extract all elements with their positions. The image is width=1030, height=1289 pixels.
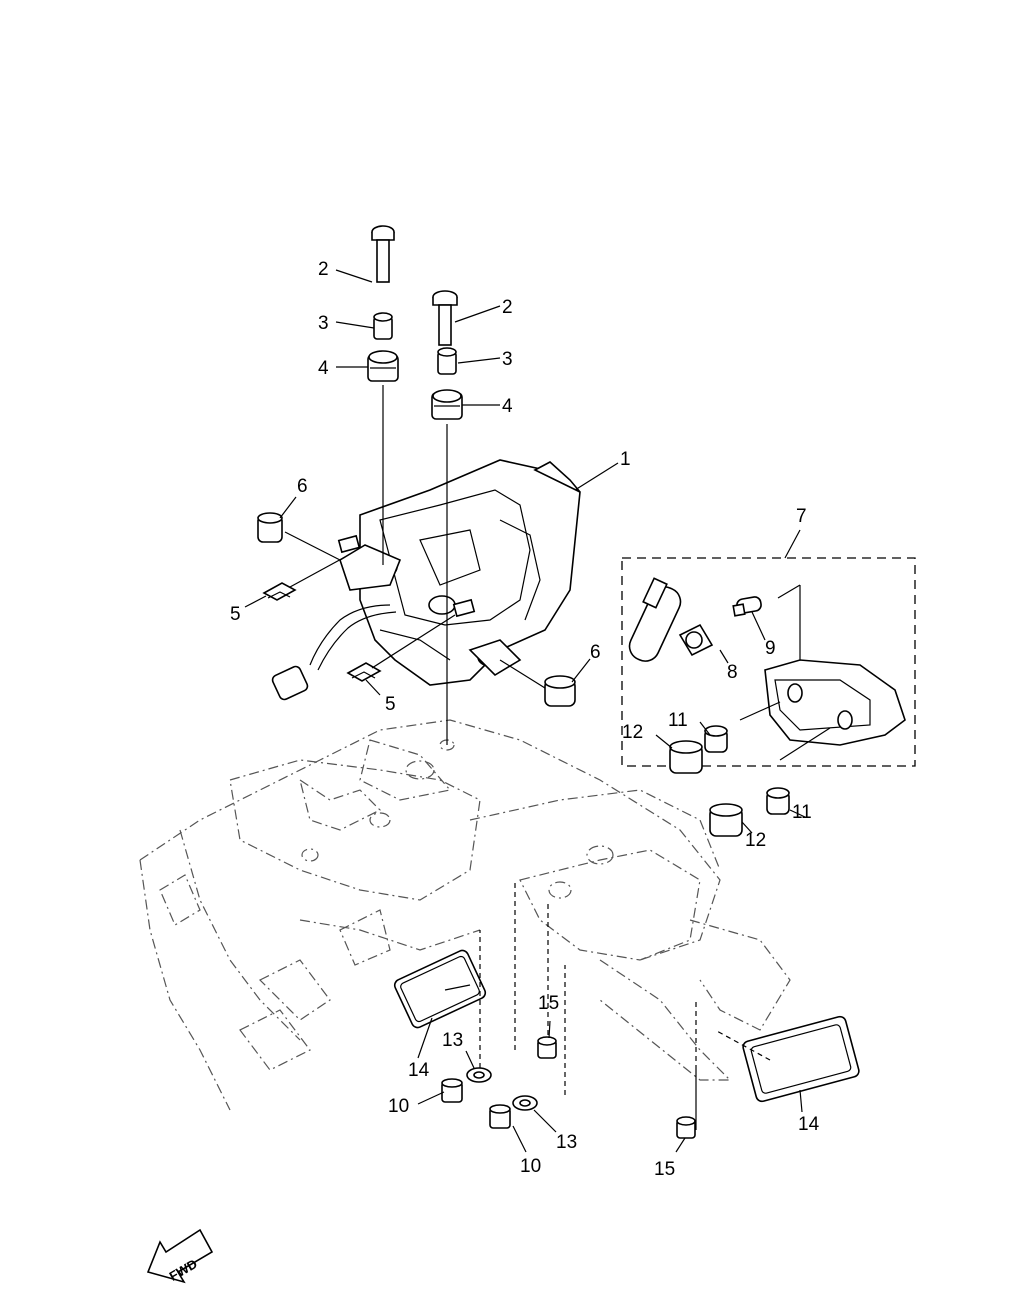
- callout-6-right: 6: [590, 642, 601, 663]
- bulb-socket-assembly: [628, 577, 762, 662]
- bolt-stack-right: [431, 290, 463, 420]
- damper-12-lower: [709, 803, 743, 837]
- bolt-15-lower: [676, 1116, 696, 1139]
- callout-10-right: 10: [520, 1156, 541, 1177]
- callout-11-lower: 11: [792, 802, 812, 823]
- tail-box-assembly: [271, 459, 581, 701]
- grommet-6-left: [257, 512, 283, 543]
- callout-3-left: 3: [318, 313, 329, 334]
- bolt-stack-left: [367, 225, 399, 382]
- bolt-15-upper: [537, 1036, 557, 1059]
- fwd-arrow-icon: FWD: [146, 1228, 214, 1284]
- callout-15-upper: 15: [538, 993, 559, 1014]
- rear-frame: [139, 719, 791, 1111]
- callout-13-right: 13: [556, 1132, 577, 1153]
- callout-10-left: 10: [388, 1096, 409, 1117]
- callout-9: 9: [765, 638, 776, 659]
- callout-6-left: 6: [297, 476, 308, 497]
- collar-11-lower: [766, 787, 790, 815]
- callout-2-right: 2: [502, 297, 513, 318]
- callout-12-upper: 12: [622, 722, 643, 743]
- grommet-6-right: [544, 675, 576, 707]
- callout-15-lower: 15: [654, 1159, 675, 1180]
- callout-2-left: 2: [318, 259, 329, 280]
- callout-1: 1: [620, 449, 631, 470]
- callout-3-right: 3: [502, 349, 513, 370]
- callout-11-upper: 11: [668, 710, 688, 731]
- callout-12-lower: 12: [745, 830, 766, 851]
- collar-11-upper: [704, 725, 728, 753]
- callout-4-right: 4: [502, 396, 513, 417]
- callout-8: 8: [727, 662, 738, 683]
- nut-10-left: [441, 1078, 463, 1103]
- clip-5-upper: [262, 582, 297, 601]
- callout-5-lower: 5: [385, 694, 396, 715]
- callout-14-left: 14: [408, 1060, 430, 1081]
- reflector-14-right: [742, 1015, 860, 1103]
- washer-13-right: [512, 1095, 538, 1111]
- callout-5-upper: 5: [230, 604, 241, 625]
- kit-box-7: [621, 557, 916, 767]
- license-light-housing: [739, 659, 906, 761]
- washer-13-left: [466, 1067, 492, 1083]
- nut-10-right: [489, 1104, 511, 1129]
- callout-4-left: 4: [318, 358, 329, 379]
- callout-13-left: 13: [442, 1030, 463, 1051]
- callout-7: 7: [796, 506, 807, 527]
- callout-labels: 2 2 3 3 4 4 1 6 6 5 5 7 8 9 11 11 12 12 …: [230, 259, 820, 1180]
- reflector-14-left: [393, 949, 487, 1029]
- damper-12-upper: [669, 740, 703, 774]
- callout-14-right: 14: [798, 1114, 820, 1135]
